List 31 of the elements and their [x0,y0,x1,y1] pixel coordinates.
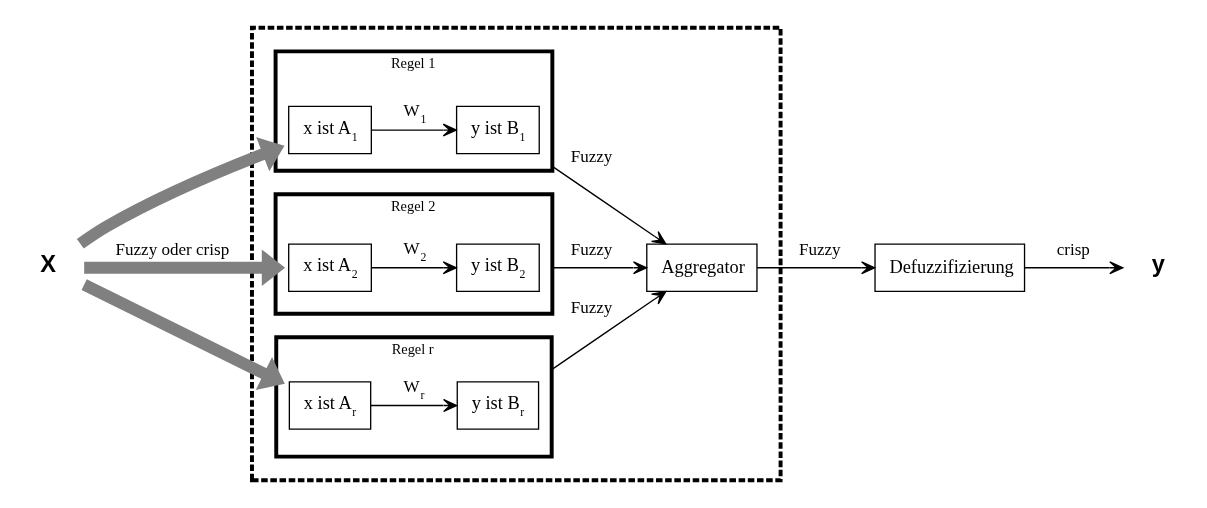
edge-label: W$_{2}$ [403,238,427,264]
edge-label: Fuzzy [570,147,613,167]
edge-label: W$_{r}$ [403,376,425,402]
node-box: y ist B$_{1}$ [455,105,540,155]
arrow [551,261,648,275]
arrow [551,165,667,245]
arrow [756,261,876,275]
node-box: y ist B$_{r}$ [456,381,540,430]
node-box: x ist A$_{2}$ [288,243,372,293]
node-box: x ist A$_{1}$ [288,105,372,155]
node-box: Aggregator [646,243,758,293]
edge-label: Fuzzy oder crisp [115,240,230,260]
arrow [370,398,458,413]
cluster [250,25,783,483]
arrow [81,279,285,390]
edge-label: W$_{1}$ [403,101,427,127]
node-box: Defuzzifizierung [874,243,1026,293]
node-text: y [1151,251,1165,278]
edge-label: Fuzzy [570,240,613,260]
edge-label: Fuzzy [570,297,613,317]
edge-label: crisp [1056,240,1090,260]
node-box: x ist A$_{r}$ [288,381,372,430]
edge-label: Fuzzy [798,240,841,260]
node-text: X [40,251,56,278]
arrow [84,249,286,287]
arrow [1024,261,1124,275]
arrow [370,123,458,137]
arrow [370,261,458,275]
node-box: y ist B$_{2}$ [455,243,540,293]
arrow [76,137,285,249]
arrow [551,290,667,371]
